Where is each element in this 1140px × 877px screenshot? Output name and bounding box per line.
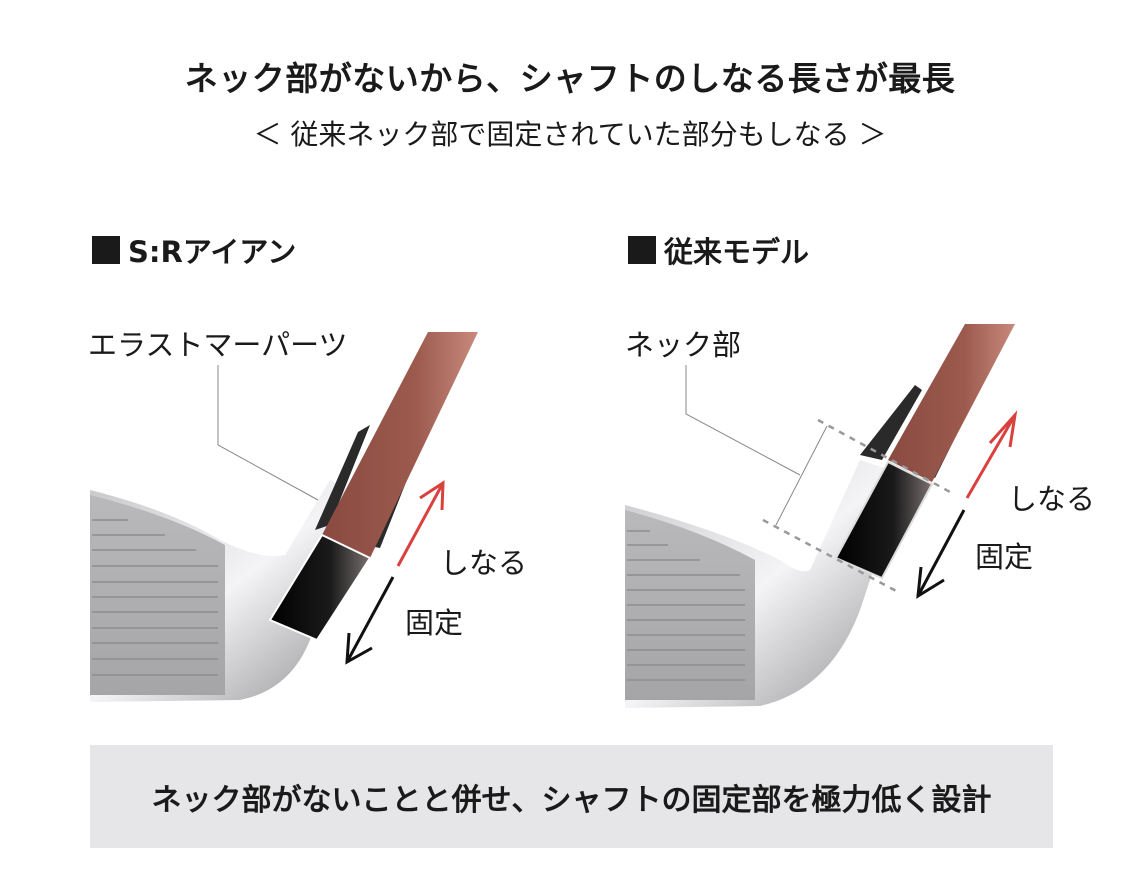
left-flex-label: しなる: [440, 546, 528, 580]
page-title: ネック部がないから、シャフトのしなる長さが最長: [184, 59, 956, 98]
heading-square-icon: [92, 236, 120, 264]
conventional-model-diagram: [625, 324, 1018, 708]
right-heading: 従来モデル: [628, 229, 809, 271]
heading-square-icon: [628, 236, 656, 264]
left-heading: S:Rアイアン: [92, 229, 296, 271]
right-callout-label: ネック部: [625, 328, 742, 362]
left-fixed-label: 固定: [405, 606, 464, 640]
right-flex-label: しなる: [1008, 482, 1096, 516]
left-callout-label: エラストマーパーツ: [88, 328, 348, 362]
right-fixed-label: 固定: [975, 540, 1034, 574]
page-subtitle: ＜ 従来ネック部で固定されていた部分もしなる ＞: [253, 118, 887, 151]
footer-banner: ネック部がないことと併せ、シャフトの固定部を極力低く設計: [90, 745, 1053, 848]
left-heading-text: S:Rアイアン: [128, 235, 297, 269]
sr-iron-diagram: [90, 332, 478, 702]
right-heading-text: 従来モデル: [664, 235, 810, 269]
footer-text: ネック部がないことと併せ、シャフトの固定部を極力低く設計: [151, 782, 992, 818]
